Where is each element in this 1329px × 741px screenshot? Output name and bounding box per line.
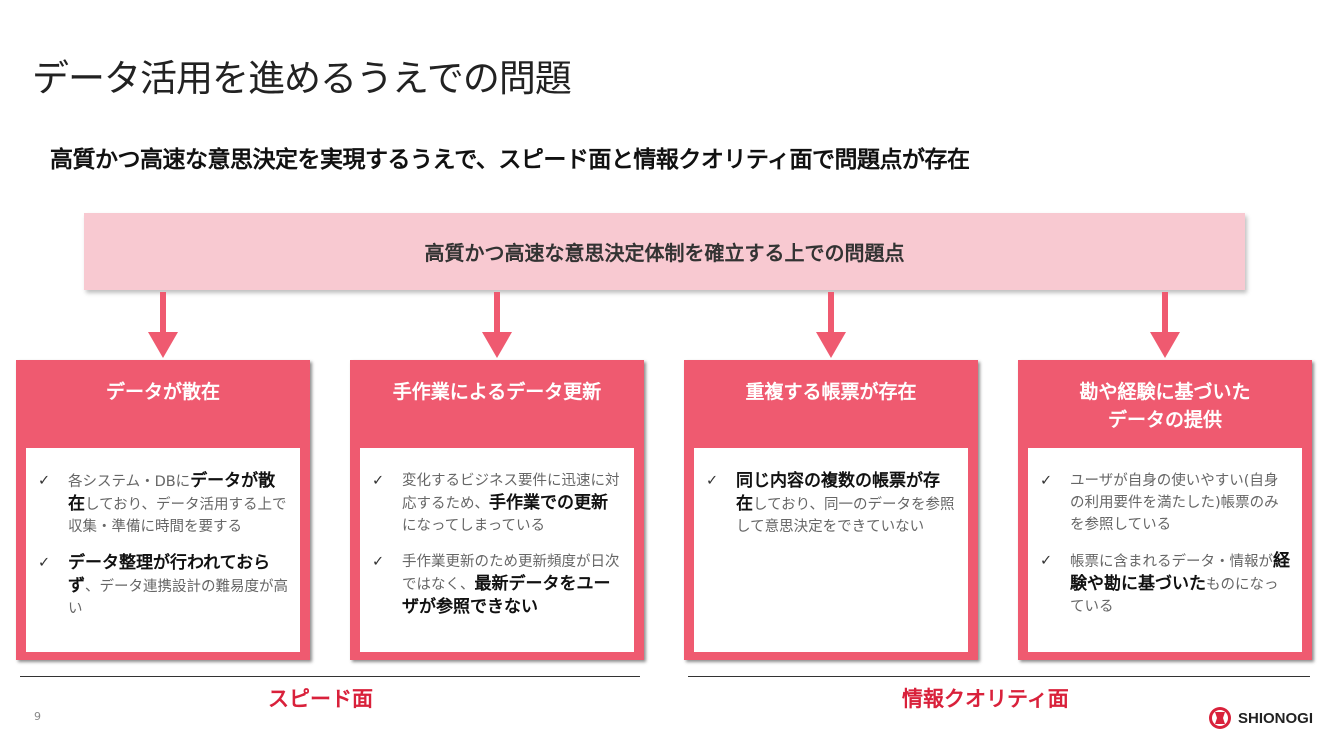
bullet-segment: しており、データ活用する上で収集・準備に時間を要する xyxy=(68,497,287,535)
divider-speed xyxy=(20,676,640,677)
subtitle: 高質かつ高速な意思決定を実現するうえで、スピード面と情報クオリティ面で問題点が存… xyxy=(50,147,970,173)
down-arrow-icon xyxy=(148,292,178,358)
bullet-segment: 最新データをユーザが参照できない xyxy=(402,574,611,617)
bullet-segment: 各システム・DBに xyxy=(68,474,191,490)
card-heading: データが散在 xyxy=(16,378,310,448)
page-title: データ活用を進めるうえでの問題 xyxy=(32,57,572,100)
check-icon: ✓ xyxy=(38,473,51,489)
bullet-segment: になってしまっている xyxy=(402,518,545,534)
shionogi-logo: SHIONOGI xyxy=(1208,706,1313,730)
bullet-segment: 変化するビジネス要件に迅速に対応するため、 xyxy=(402,473,620,512)
bullet-text: 同じ内容の複数の帳票が存在しており、同一のデータを参照して意思決定をできていない xyxy=(736,470,956,538)
bullet-item: ✓ 手作業更新のため更新頻度が日次ではなく、最新データをユーザが参照できない xyxy=(372,551,622,619)
problem-card: データが散在✓各システム・DBにデータが散在しており、データ活用する上で収集・準… xyxy=(16,360,310,660)
bullet-item: ✓ 帳票に含まれるデータ・情報が経験や勘に基づいたものになっている xyxy=(1040,550,1290,618)
page-number: 9 xyxy=(34,710,41,723)
bullet-segment: 同じ内容の複数の帳票が存在 xyxy=(736,471,940,514)
card-heading-text: データが散在 xyxy=(105,381,220,403)
bullet-item: ✓ 変化するビジネス要件に迅速に対応するため、手作業での更新になってしまっている xyxy=(372,470,622,537)
bullet-segment: 帳票に含まれるデータ・情報が xyxy=(1070,554,1273,570)
down-arrow-icon xyxy=(1150,292,1180,358)
card-heading: 重複する帳票が存在 xyxy=(684,378,978,448)
card-body: ✓ 各システム・DBにデータが散在しており、データ活用する上で収集・準備に時間を要… xyxy=(26,448,300,652)
card-body: ✓ 同じ内容の複数の帳票が存在しており、同一のデータを参照して意思決定をできていな… xyxy=(694,448,968,652)
logo-text: SHIONOGI xyxy=(1238,709,1314,727)
bullet-segment: 、データ連携設計の難易度が高い xyxy=(68,579,288,617)
problem-card: 手作業によるデータ更新 ✓ 変化するビジネス要件に迅速に対応するため、手作業での更新… xyxy=(350,360,644,660)
card-body: ✓変化するビジネス要件に迅速に対応するため、手作業での更新になってしまっている✓… xyxy=(360,448,634,652)
bullet-text: 帳票に含まれるデータ・情報が経験や勘に基づいたものになっている xyxy=(1070,550,1290,618)
check-icon: ✓ xyxy=(372,554,385,570)
bullet-segment: データ整理が行われておらず xyxy=(68,553,271,596)
check-icon: ✓ xyxy=(706,473,719,489)
check-icon: ✓ xyxy=(1040,473,1053,489)
problem-card: 重複する帳票が存在 ✓ 同じ内容の複数の帳票が存在しており、同一のデータを参照して意… xyxy=(684,360,978,660)
bullet-segment: ユーザが自身の使いやすい(自身の利用要件を満たした)帳票のみを参照している xyxy=(1070,473,1279,533)
card-heading: 手作業によるデータ更新 xyxy=(350,378,644,448)
logo-mark-icon xyxy=(1209,707,1231,729)
card-body: ✓ ユーザが自身の使いやすい(自身の利用要件を満たした)帳票のみを参照している ✓ 帳… xyxy=(1028,448,1302,652)
divider-quality xyxy=(688,676,1310,677)
bullet-segment: ものになっている xyxy=(1070,577,1279,615)
group-label-speed: スピード面 xyxy=(268,687,373,711)
bullet-segment: 経験や勘に基づいた xyxy=(1070,551,1290,594)
problem-banner: 高質かつ高速な意思決定体制を確立する上での問題点 xyxy=(84,213,1245,290)
bullet-item: ✓ データ整理が行われておらず、データ連携設計の難易度が高い xyxy=(38,552,288,620)
check-icon: ✓ xyxy=(372,473,385,489)
bullet-text: データ整理が行われておらず、データ連携設計の難易度が高い xyxy=(68,552,288,620)
group-label-quality: 情報クオリティ面 xyxy=(902,687,1069,711)
bullet-text: 変化するビジネス要件に迅速に対応するため、手作業での更新になってしまっている xyxy=(402,470,622,537)
bullet-item: ✓ 各システム・DBにデータが散在しており、データ活用する上で収集・準備に時間を要… xyxy=(38,470,288,538)
bullet-segment: データが散在 xyxy=(68,471,276,514)
down-arrow-icon xyxy=(482,292,512,358)
card-heading: 勘や経験に基づいた データの提供 xyxy=(1018,378,1312,448)
bullet-text: 手作業更新のため更新頻度が日次ではなく、最新データをユーザが参照できない xyxy=(402,551,622,619)
card-heading-text: 勘や経験に基づいた データの提供 xyxy=(1079,381,1251,431)
bullet-segment: 手作業更新のため更新頻度が日次ではなく、 xyxy=(402,554,620,593)
banner-text: 高質かつ高速な意思決定体制を確立する上での問題点 xyxy=(424,241,905,265)
bullet-item: ✓ ユーザが自身の使いやすい(自身の利用要件を満たした)帳票のみを参照している xyxy=(1040,470,1290,536)
card-heading-text: 手作業によるデータ更新 xyxy=(392,381,602,403)
check-icon: ✓ xyxy=(1040,553,1053,569)
card-heading-text: 重複する帳票が存在 xyxy=(745,381,917,403)
down-arrow-icon xyxy=(816,292,846,358)
bullet-text: 各システム・DBにデータが散在しており、データ活用する上で収集・準備に時間を要す… xyxy=(68,470,288,538)
bullet-segment: 手作業での更新 xyxy=(489,493,608,513)
bullet-item: ✓ 同じ内容の複数の帳票が存在しており、同一のデータを参照して意思決定をできていな… xyxy=(706,470,956,538)
problem-card: 勘や経験に基づいた データの提供 ✓ ユーザが自身の使いやすい(自身の利用要件を満た… xyxy=(1018,360,1312,660)
check-icon: ✓ xyxy=(38,555,51,571)
bullet-text: ユーザが自身の使いやすい(自身の利用要件を満たした)帳票のみを参照している xyxy=(1070,470,1290,536)
bullet-segment: しており、同一のデータを参照して意思決定をできていない xyxy=(736,497,955,535)
